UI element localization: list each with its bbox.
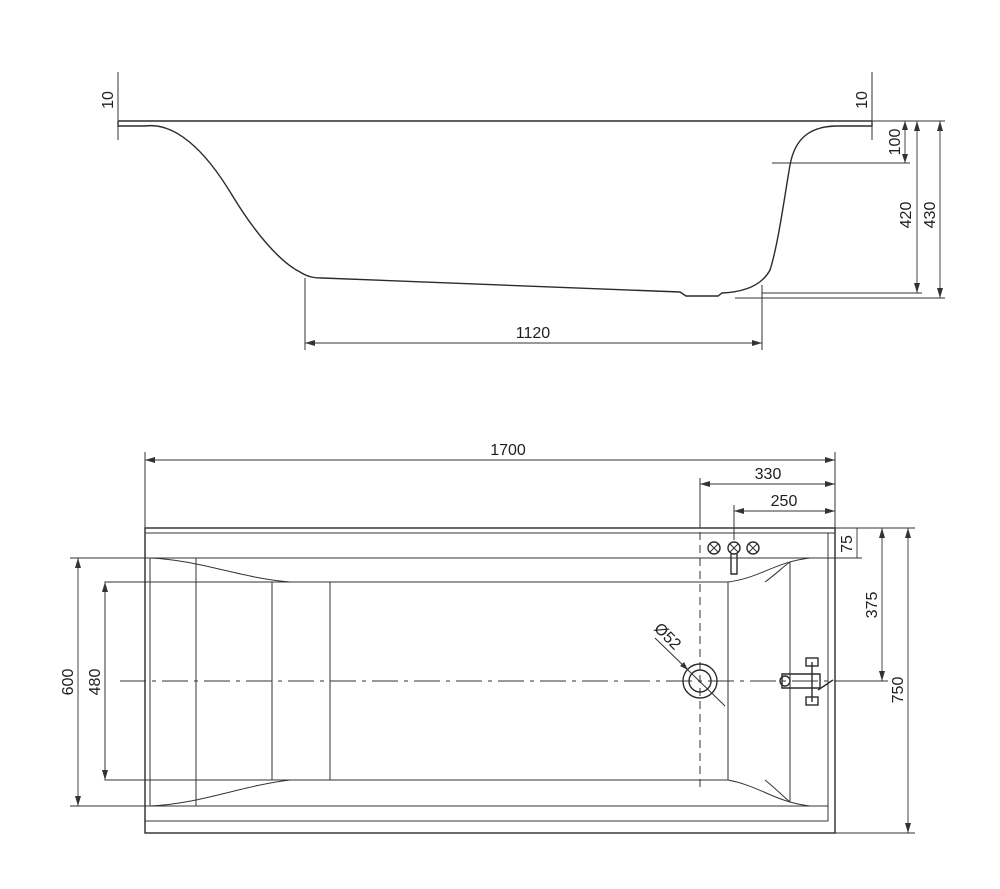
- top-arrow-250-left: [734, 508, 744, 514]
- overflow-knob-bottom: [805, 696, 819, 706]
- top-dim-330-label: 330: [755, 466, 782, 483]
- left-arrow-480-top: [102, 582, 108, 592]
- right-arrow-750-top: [905, 528, 911, 538]
- top-slope-right-bottom: [727, 779, 811, 807]
- faucet-hole-center-cross: [729, 543, 739, 553]
- top-slope-right-inner-top: [764, 561, 791, 583]
- side-arrow-1120-right: [752, 340, 762, 346]
- overflow-lever-icon: [817, 679, 834, 691]
- faucet-group: [707, 541, 760, 575]
- overflow-nut-icon: [779, 675, 791, 687]
- side-dim-420-label: 420: [898, 202, 915, 229]
- side-dim-1120-label: 1120: [516, 325, 551, 342]
- right-arrow-375-top: [879, 528, 885, 538]
- drain-leader-arrow-icon: [680, 662, 688, 670]
- overflow-group: [779, 657, 834, 706]
- faucet-spout-icon: [730, 554, 738, 575]
- drain-outer-icon: [682, 663, 718, 699]
- side-arrow-430-bottom: [937, 288, 943, 298]
- right-dim-375-label: 375: [864, 592, 881, 619]
- right-dim-750-label: 750: [890, 677, 907, 704]
- side-dim-430-label: 430: [922, 202, 939, 229]
- right-arrow-750-bottom: [905, 823, 911, 833]
- top-slope-left-bottom: [149, 779, 291, 807]
- top-slope-right-top: [727, 557, 811, 583]
- top-slope-right-inner-bottom: [764, 779, 791, 803]
- side-basin-profile: [144, 124, 836, 297]
- left-dim-600-label: 600: [60, 669, 77, 696]
- side-arrow-430-top: [937, 121, 943, 131]
- top-dim-1700-label: 1700: [490, 442, 526, 459]
- left-arrow-600-top: [75, 558, 81, 568]
- side-arrow-100-top: [902, 121, 908, 130]
- faucet-hole-right-icon: [746, 541, 760, 555]
- right-dim-75-label: 75: [839, 535, 856, 553]
- faucet-hole-center-icon: [727, 541, 741, 555]
- top-arrow-1700-left: [145, 457, 155, 463]
- faucet-hole-right-cross: [748, 543, 758, 553]
- right-arrow-375-bottom: [879, 671, 885, 681]
- left-arrow-600-bottom: [75, 796, 81, 806]
- side-dim-rim-right: 10: [854, 91, 871, 109]
- top-slope-left-top: [149, 557, 291, 583]
- faucet-hole-left-icon: [707, 541, 721, 555]
- drain-diameter-label: Ø52: [650, 620, 683, 653]
- top-dim-250-label: 250: [771, 493, 798, 510]
- side-rim-lip-right: [835, 121, 873, 127]
- side-arrow-100-bottom: [902, 154, 908, 163]
- faucet-hole-left-cross: [709, 543, 719, 553]
- side-arrow-420-top: [914, 121, 920, 131]
- side-view: 10 10 100 420 430 1120: [100, 72, 945, 350]
- side-dim-rim-left: 10: [100, 91, 117, 109]
- side-arrow-420-bottom: [914, 283, 920, 293]
- side-rim-lip-left: [117, 121, 145, 127]
- top-view: Ø52 1700 330 250: [60, 442, 915, 834]
- left-arrow-480-bottom: [102, 770, 108, 780]
- overflow-knob-top: [805, 657, 819, 667]
- top-arrow-330-left: [700, 481, 710, 487]
- side-dim-100-label: 100: [887, 129, 904, 156]
- drain-group: Ø52: [650, 620, 726, 707]
- top-arrow-330-right: [825, 481, 835, 487]
- side-arrow-1120-left: [305, 340, 315, 346]
- top-arrow-1700-right: [825, 457, 835, 463]
- left-dim-480-label: 480: [87, 669, 104, 696]
- drain-inner-icon: [688, 669, 712, 693]
- top-arrow-250-right: [825, 508, 835, 514]
- drain-leader-line: [654, 637, 726, 707]
